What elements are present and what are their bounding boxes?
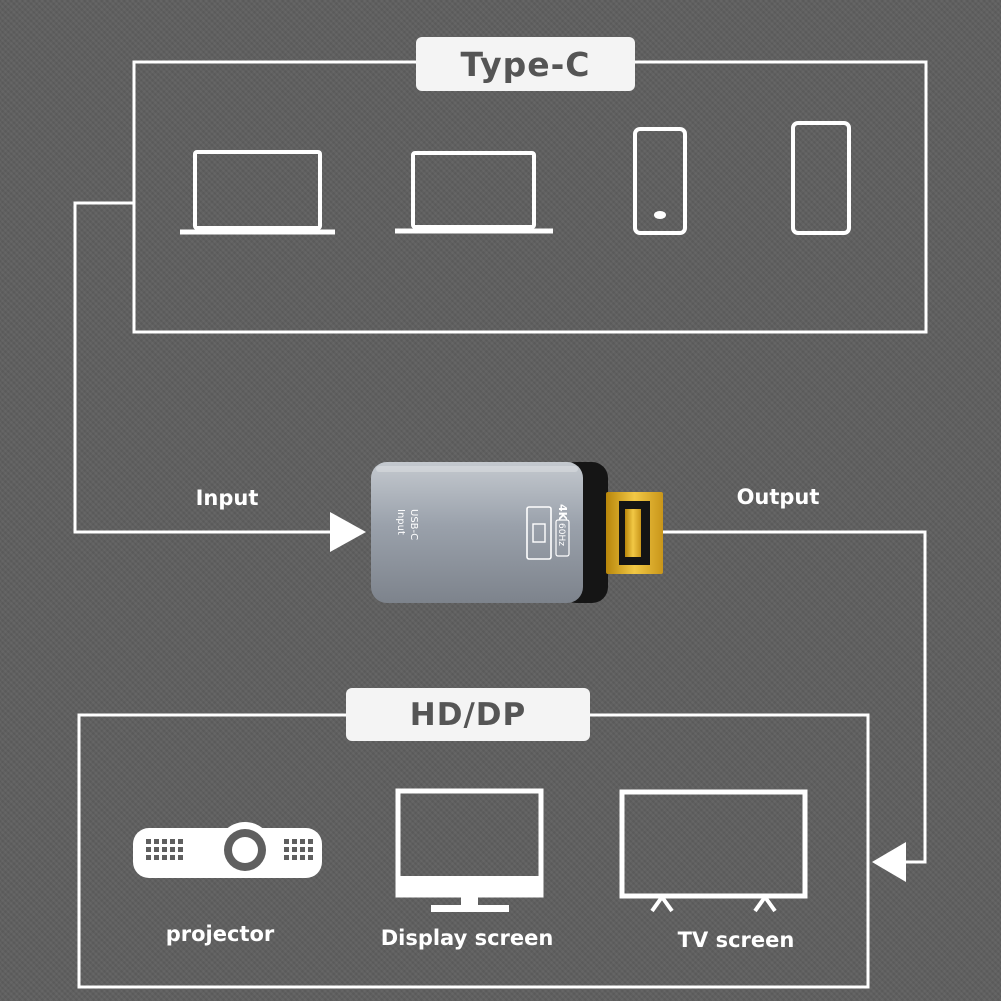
usbc-to-displayport-adapter: 4K 60Hz USB-C Input <box>371 462 663 603</box>
input-label: Input <box>195 486 259 510</box>
hddp-group-frame <box>77 713 870 989</box>
projector-label: projector <box>165 922 275 946</box>
hddp-group-title: HD/DP <box>346 688 590 741</box>
refresh-badge: 60Hz <box>556 523 566 546</box>
display-screen-label: Display screen <box>380 926 554 950</box>
laptop-icon <box>395 151 553 234</box>
output-arrow-icon <box>872 842 906 882</box>
dp-plug-tongue <box>625 509 641 557</box>
monitor-icon <box>395 788 544 912</box>
output-label: Output <box>736 485 820 509</box>
refresh-badge-frame <box>555 519 570 557</box>
typec-group-title: Type-C <box>416 37 635 91</box>
usbc-input-label: USB-C Input <box>395 509 419 543</box>
adapter-edge-highlight <box>376 466 578 472</box>
usbc-input-label-line1: USB-C <box>408 509 419 540</box>
projector-icon <box>133 822 322 878</box>
phone-icon <box>633 127 687 235</box>
tv-icon <box>619 789 808 913</box>
tv-screen-label: TV screen <box>677 928 795 952</box>
tablet-icon <box>791 121 851 235</box>
typec-group-frame <box>132 60 928 334</box>
dp-port-inner <box>532 523 546 543</box>
resolution-badge: 4K <box>556 504 569 521</box>
adapter-body <box>371 462 583 603</box>
dp-port-icon <box>526 506 552 560</box>
input-arrow-icon <box>330 512 366 552</box>
output-flow-line <box>662 530 927 864</box>
laptop-icon <box>180 150 335 235</box>
input-flow-line <box>73 201 332 534</box>
usbc-input-label-line2: Input <box>395 509 406 535</box>
